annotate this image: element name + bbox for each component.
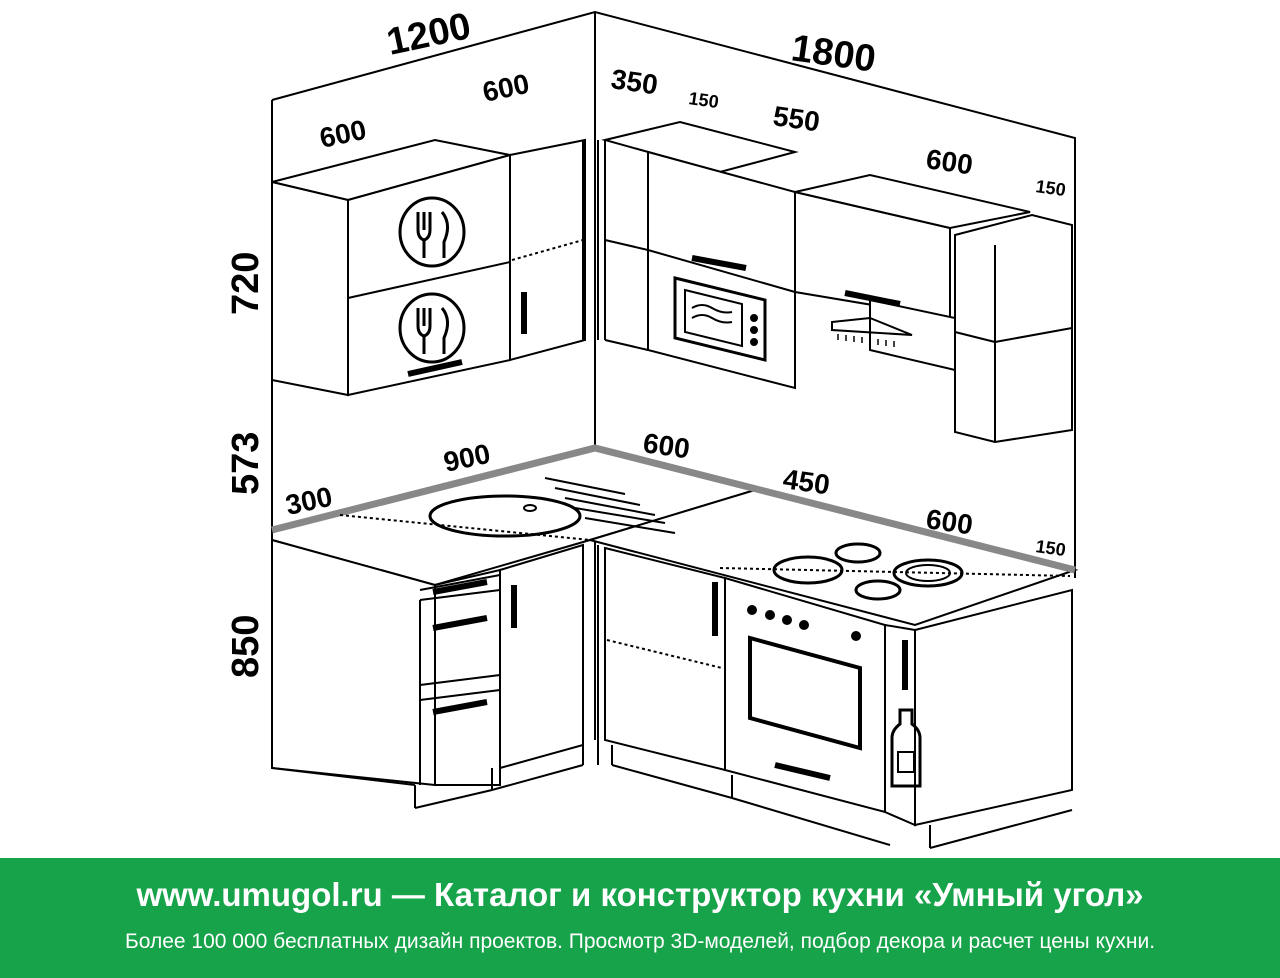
dim-upper-left-b: 600 (480, 68, 532, 108)
upper-cabinets-right (601, 120, 1073, 444)
base-cabinets-right (597, 545, 1073, 849)
dim-upper-right-gap-b: 150 (1034, 176, 1067, 200)
dim-upper-right-gap-a: 150 (687, 88, 720, 112)
door-handle (407, 359, 463, 377)
dim-upper-left-a: 600 (317, 114, 369, 154)
dim-counter-left-b: 900 (441, 438, 493, 478)
cooktop-icon (772, 542, 964, 601)
base-cabinets-left (271, 538, 584, 809)
bottle-icon (890, 708, 922, 788)
dim-height-backsplash: 573 (225, 432, 267, 495)
dim-right-wall-total: 1800 (789, 27, 879, 80)
microwave-icon (673, 276, 767, 362)
drawer-handle (432, 615, 488, 631)
range-hood-icon (831, 316, 913, 347)
drawer-handle (432, 699, 488, 715)
drawer-handle (432, 579, 488, 595)
dim-left-wall-total: 1200 (383, 5, 474, 64)
dish-rack-icon (398, 196, 466, 364)
dim-upper-right-b: 550 (771, 100, 822, 137)
sink-icon (428, 477, 676, 538)
dim-height-base: 850 (225, 615, 267, 678)
dim-upper-right-c: 600 (924, 143, 975, 180)
footer-banner: www.umugol.ru — Каталог и конструктор ку… (0, 858, 1280, 978)
footer-subtitle: Более 100 000 бесплатных дизайн проектов… (124, 930, 1156, 953)
kitchen-diagram: 1200 1800 600 600 350 150 550 600 150 72… (225, 5, 1079, 849)
door-handle (691, 255, 747, 271)
dim-upper-right-a: 350 (609, 63, 660, 100)
upper-cabinets-left (271, 138, 599, 397)
footer-title-link[interactable]: www.umugol.ru — Каталог и конструктор ку… (136, 876, 1144, 913)
dimension-labels: 1200 1800 600 600 350 150 550 600 150 72… (225, 5, 1067, 678)
oven-icon (747, 605, 862, 781)
dim-height-upper: 720 (225, 252, 267, 315)
dim-counter-right-gap: 150 (1034, 536, 1067, 560)
door-handle (844, 290, 901, 307)
dim-counter-right-b: 450 (781, 463, 832, 500)
dim-counter-right-c: 600 (924, 503, 975, 540)
dim-counter-right-a: 600 (641, 427, 692, 464)
